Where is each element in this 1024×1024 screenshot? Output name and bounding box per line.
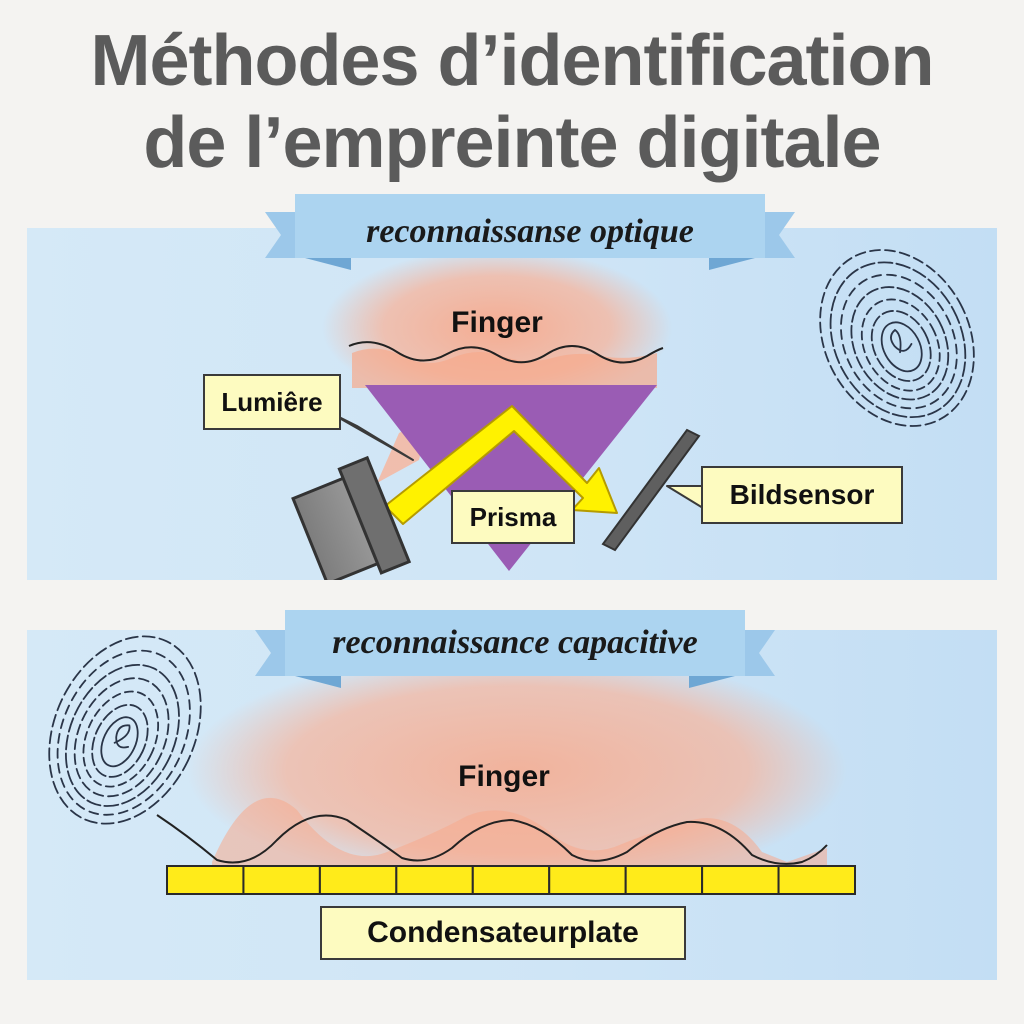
capacitor-plate-cell [242, 865, 321, 895]
fingerprint-icon [48, 635, 202, 825]
optical-heading-ribbon [265, 194, 795, 270]
finger-ridge-line [156, 814, 828, 865]
capacitor-plate-cell [395, 865, 474, 895]
fingerprint-icon [819, 249, 975, 427]
page-title-line-1: Méthodes d’identification [90, 21, 934, 101]
capacitive-heading: reconnaissance capacitive [332, 624, 698, 661]
optical-finger-label: Finger [451, 306, 543, 339]
prism-label: Prisma [451, 490, 575, 544]
capacitor-plate-cell [318, 865, 398, 895]
optical-recognition-panel: reconnaissanse optique Finger Lumiêre Pr… [27, 194, 997, 580]
finger-skin [212, 797, 827, 870]
optical-diagram [291, 248, 975, 580]
capacitor-plate-cell [701, 865, 780, 895]
capacitor-plate-cell [471, 865, 551, 895]
light-label: Lumiêre [203, 374, 341, 430]
sensor-label-pointer [666, 485, 704, 509]
light-label-pointer [326, 410, 414, 461]
optical-heading: reconnaissanse optique [366, 213, 694, 250]
capacitor-plate-cell [624, 865, 704, 895]
capacitive-diagram [48, 635, 856, 895]
image-sensor-icon [601, 428, 701, 552]
image-sensor-label: Bildsensor [701, 466, 903, 524]
capacitor-plate-cell [777, 865, 856, 895]
capacitor-plate-label: Condensateurplate [320, 906, 686, 960]
capacitive-heading-ribbon [255, 610, 775, 688]
prism-shape [365, 385, 657, 571]
capacitor-plate-cell [548, 865, 627, 895]
capacitive-recognition-panel: reconnaissance capacitive Finger Condens… [27, 610, 997, 980]
capacitor-plate-cell [166, 865, 245, 895]
light-beam-arrow [384, 405, 618, 525]
capacitive-finger-label: Finger [458, 760, 550, 793]
light-source-icon [291, 455, 412, 580]
finger-ridge-line [348, 341, 664, 364]
page-title-line-2: de l’empreinte digitale [143, 103, 881, 183]
capacitor-plate [166, 865, 856, 895]
finger-skin [352, 348, 657, 388]
